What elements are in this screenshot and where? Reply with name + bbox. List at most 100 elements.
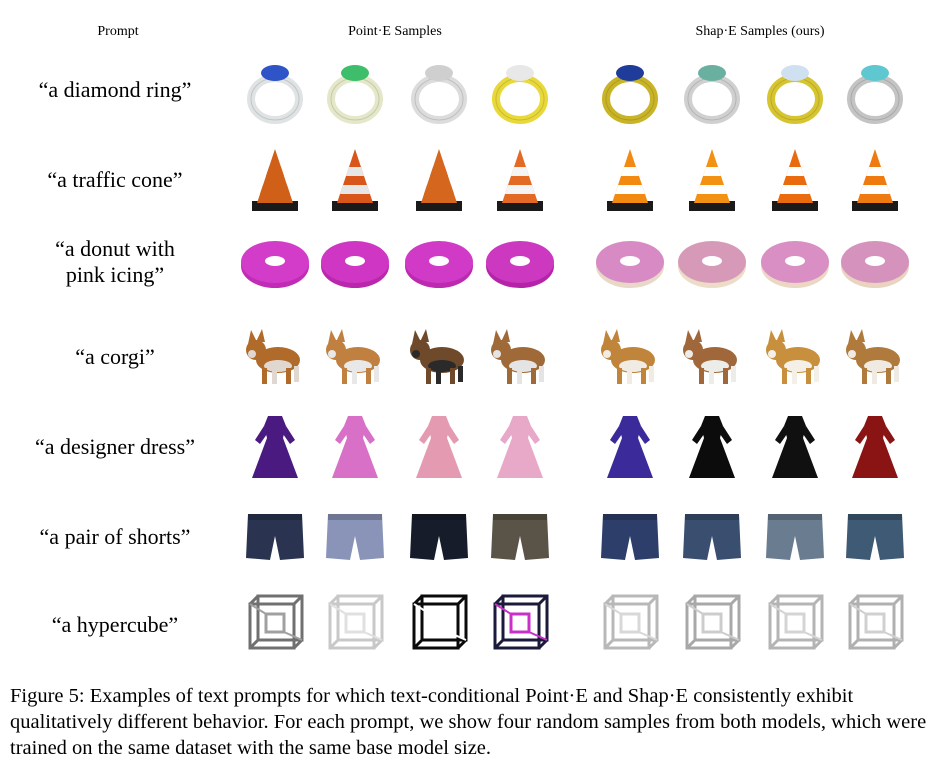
shape-sample: [593, 588, 667, 662]
pointe-sample: [483, 143, 557, 217]
dog-icon: [683, 329, 737, 384]
dog-icon: [601, 329, 655, 384]
hypercube-icon: [248, 594, 304, 650]
prompt-line: “a diamond ring”: [38, 77, 192, 102]
pointe-sample: [483, 320, 557, 394]
pointe-sample: [402, 53, 476, 127]
pointe-sample: [318, 410, 392, 484]
pointe-sample: [238, 143, 312, 217]
pointe-sample: [483, 53, 557, 127]
pointe-sample: [402, 320, 476, 394]
pointe-sample: [483, 410, 557, 484]
prompt-line: pink icing”: [65, 262, 165, 287]
prompt-line: “a donut with: [55, 236, 175, 261]
ring-icon: [411, 65, 467, 124]
pointe-sample: [483, 500, 557, 574]
ring-icon: [602, 65, 658, 124]
shape-sample: [593, 320, 667, 394]
dog-icon: [766, 329, 820, 384]
shape-sample: [593, 143, 667, 217]
shape-sample: [758, 410, 832, 484]
shorts-icon: [601, 514, 659, 560]
cone-icon: [772, 149, 818, 211]
shape-sample: [838, 53, 912, 127]
shape-sample: [758, 225, 832, 299]
hypercube-icon: [768, 594, 824, 650]
shape-sample: [593, 225, 667, 299]
donut-icon: [486, 241, 554, 288]
ring-icon: [247, 65, 303, 124]
donut-icon: [241, 241, 309, 288]
dress-icon: [852, 416, 898, 478]
ring-icon: [684, 65, 740, 124]
dog-icon: [846, 329, 900, 384]
shape-sample: [838, 320, 912, 394]
shorts-icon: [846, 514, 904, 560]
pointe-sample: [402, 225, 476, 299]
shape-column-header: Shap·E Samples (ours): [695, 24, 825, 39]
prompt-label: “a designer dress”: [0, 434, 230, 460]
prompt-line: “a traffic cone”: [47, 167, 183, 192]
pointe-sample: [318, 500, 392, 574]
pointe-sample: [238, 225, 312, 299]
pointe-sample: [402, 500, 476, 574]
shape-sample: [838, 225, 912, 299]
prompt-line: “a designer dress”: [34, 434, 196, 459]
prompt-label: “a corgi”: [0, 344, 230, 370]
hypercube-icon: [848, 594, 904, 650]
cone-icon: [252, 149, 298, 211]
dog-icon: [326, 329, 380, 384]
dress-icon: [607, 416, 653, 478]
shape-sample: [675, 410, 749, 484]
shorts-icon: [683, 514, 741, 560]
dress-icon: [772, 416, 818, 478]
shape-sample: [758, 500, 832, 574]
donut-icon: [761, 241, 829, 288]
ring-icon: [327, 65, 383, 124]
prompt-line: “a corgi”: [75, 344, 155, 369]
prompt-line: “a hypercube”: [51, 612, 179, 637]
ring-icon: [492, 65, 548, 124]
shape-sample: [593, 500, 667, 574]
cone-icon: [852, 149, 898, 211]
dress-icon: [332, 416, 378, 478]
shape-sample: [838, 143, 912, 217]
donut-icon: [405, 241, 473, 288]
cone-icon: [416, 149, 462, 211]
shorts-icon: [410, 514, 468, 560]
hypercube-icon: [328, 594, 384, 650]
dress-icon: [416, 416, 462, 478]
shorts-icon: [246, 514, 304, 560]
pointe-sample: [238, 53, 312, 127]
hypercube-icon: [603, 594, 659, 650]
prompt-line: “a pair of shorts”: [39, 524, 191, 549]
donut-icon: [841, 241, 909, 288]
shape-sample: [675, 500, 749, 574]
figure-caption: Figure 5: Examples of text prompts for w…: [10, 685, 927, 759]
shape-sample: [758, 588, 832, 662]
ring-icon: [767, 65, 823, 124]
pointe-sample: [402, 410, 476, 484]
pointe-sample: [238, 320, 312, 394]
shape-sample: [675, 53, 749, 127]
hypercube-icon: [412, 594, 468, 650]
prompt-label: “a traffic cone”: [0, 167, 230, 193]
ring-icon: [847, 65, 903, 124]
shape-sample: [758, 143, 832, 217]
cone-icon: [689, 149, 735, 211]
dog-icon: [410, 329, 464, 384]
donut-icon: [678, 241, 746, 288]
prompt-label: “a diamond ring”: [0, 77, 230, 103]
shape-sample: [675, 143, 749, 217]
prompt-label: “a pair of shorts”: [0, 524, 230, 550]
cone-icon: [607, 149, 653, 211]
shape-sample: [838, 410, 912, 484]
shorts-icon: [766, 514, 824, 560]
shorts-icon: [326, 514, 384, 560]
prompt-label: “a hypercube”: [0, 612, 230, 638]
shape-sample: [593, 53, 667, 127]
pointe-sample: [318, 53, 392, 127]
pointe-sample: [238, 500, 312, 574]
shape-sample: [675, 588, 749, 662]
